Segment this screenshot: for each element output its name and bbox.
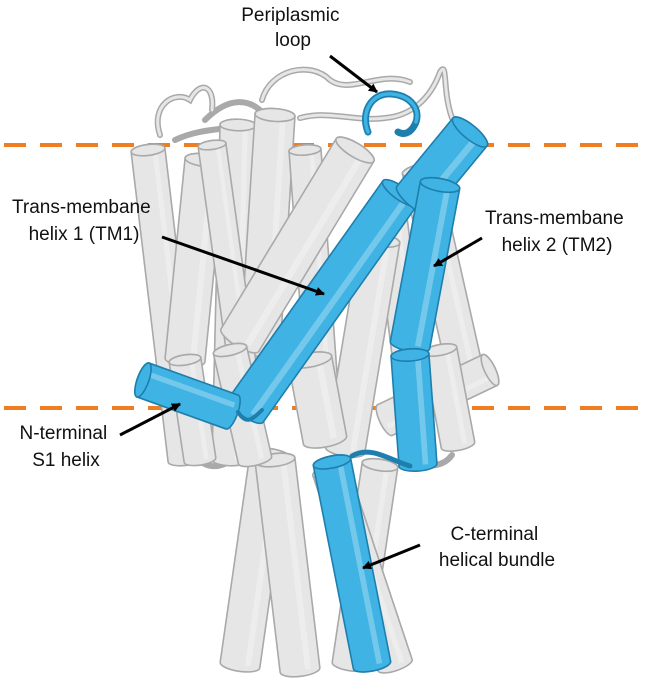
- label-periplasmic-line1: Periplasmic: [241, 5, 339, 26]
- label-periplasmic-line2: loop: [275, 30, 311, 51]
- arrow-periplasmic: [329, 54, 378, 94]
- annotation-arrows: [119, 54, 483, 570]
- label-periplasmic-loop: Periplasmic loop: [241, 5, 344, 51]
- label-nterm-line2: S1 helix: [32, 450, 100, 471]
- periplasmic-loop-highlight-inner: [363, 92, 419, 134]
- nterm-s1-helix: [134, 362, 241, 430]
- label-tm1-line2: helix 1 (TM1): [29, 224, 140, 245]
- label-tm2: Trans-membane helix 2 (TM2): [485, 208, 629, 256]
- cterm-helix: [312, 454, 392, 673]
- highlighted-helices: [134, 116, 489, 673]
- tm2-helix-lower: [390, 347, 438, 473]
- label-tm1-line1: Trans-membane: [12, 197, 151, 218]
- linker-s1-tm1: [236, 408, 264, 422]
- label-tm2-line2: helix 2 (TM2): [502, 235, 613, 256]
- label-cterm-line2: helical bundle: [439, 550, 555, 571]
- arrow-nterm: [119, 402, 181, 437]
- grey-helix-7: [220, 136, 375, 354]
- label-nterm-line1: N-terminal: [20, 423, 108, 444]
- label-tm1: Trans-membane helix 1 (TM1): [12, 197, 156, 245]
- label-tm2-line1: Trans-membane: [485, 208, 624, 229]
- linker-tm2-cterm: [349, 449, 413, 469]
- grey-helix-11: [287, 351, 348, 449]
- grey-helix-13: [422, 342, 476, 453]
- arrow-cterm: [362, 543, 421, 570]
- label-cterm: C-terminal helical bundle: [439, 524, 555, 571]
- arrow-tm1: [161, 235, 325, 296]
- grey-helix-15: [254, 452, 321, 678]
- label-cterm-line1: C-terminal: [451, 524, 539, 545]
- arrow-tm2: [433, 236, 483, 268]
- label-nterm: N-terminal S1 helix: [20, 423, 113, 471]
